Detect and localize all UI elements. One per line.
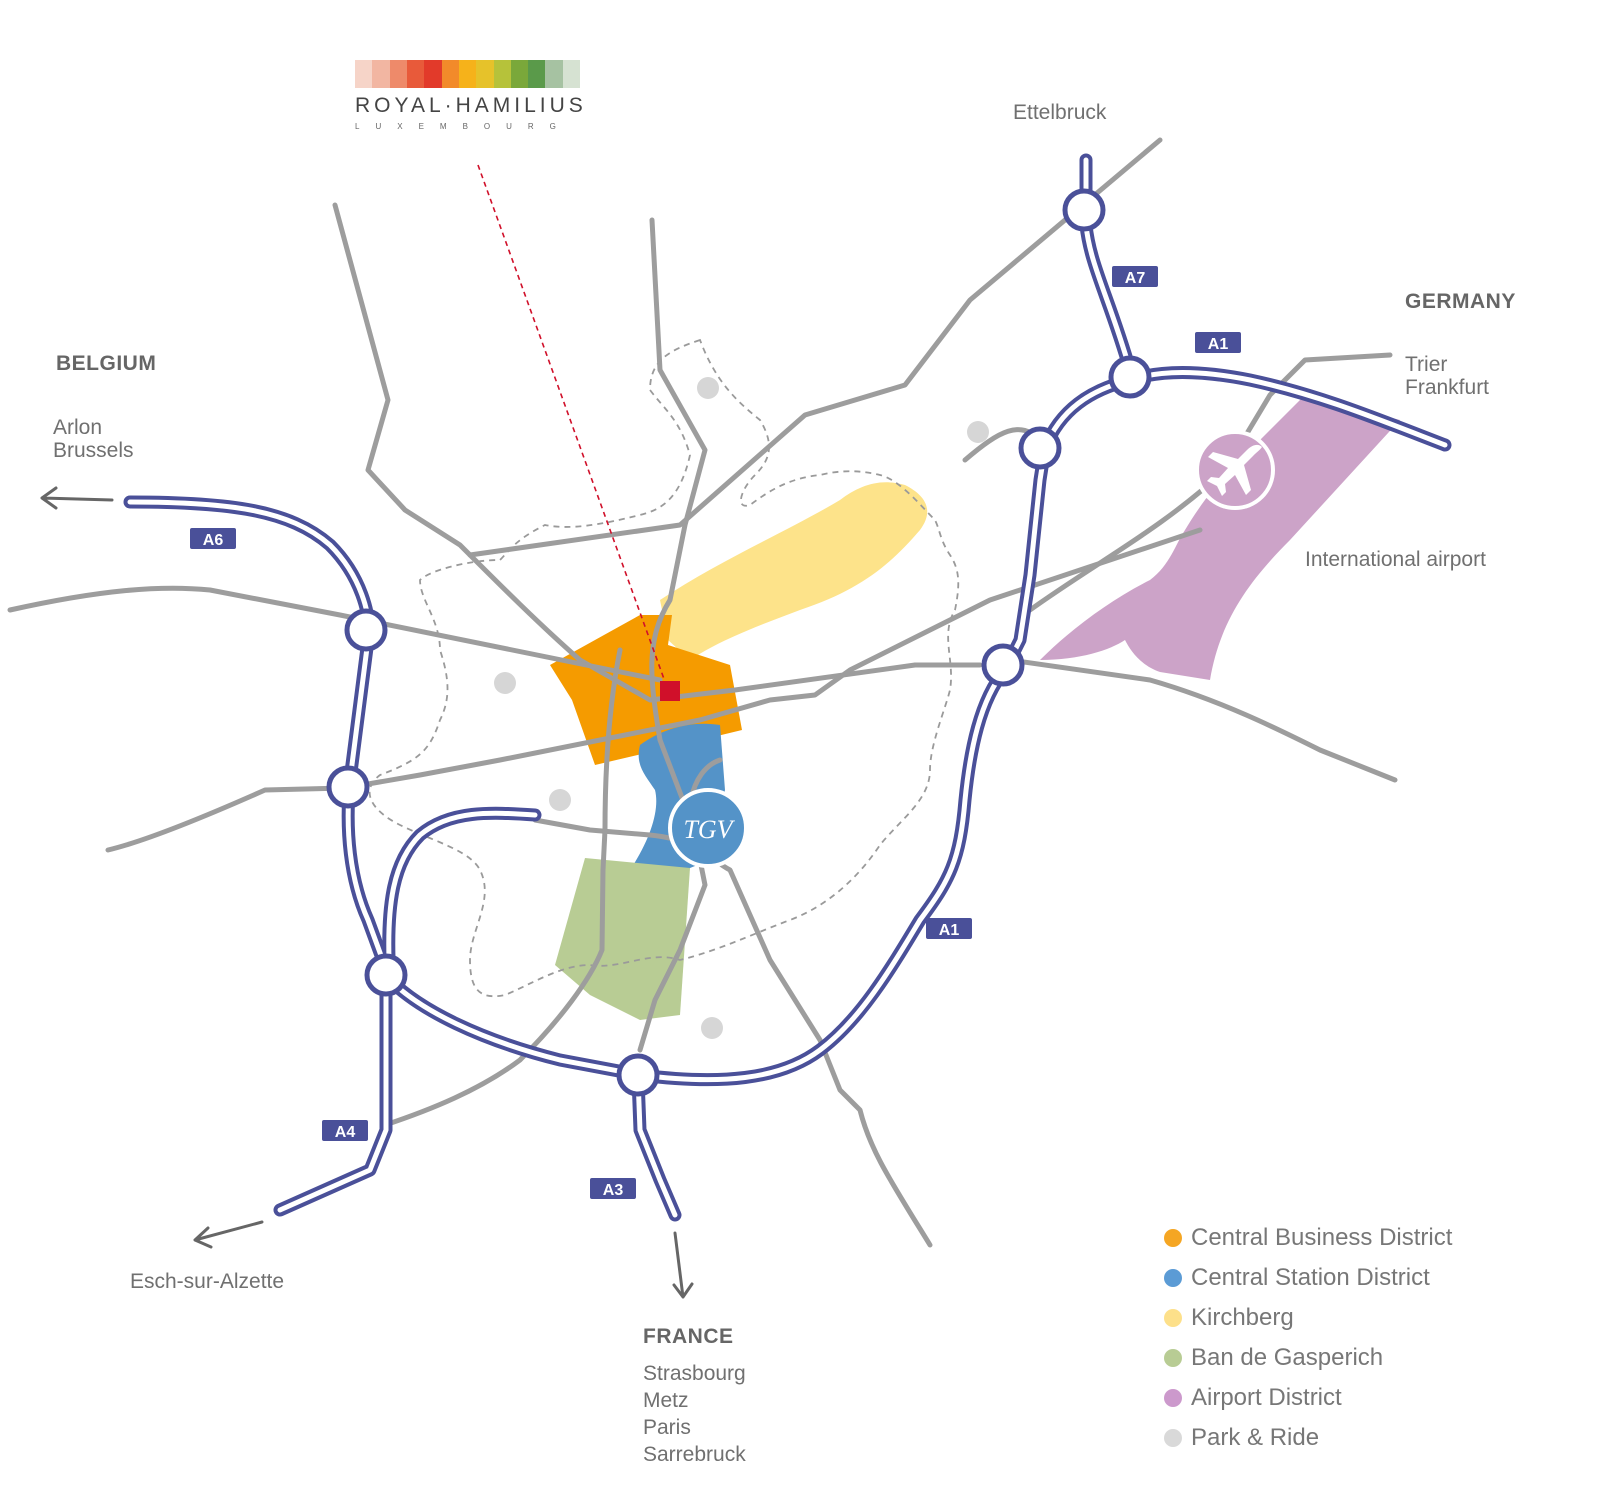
legend-swatch [1164, 1429, 1182, 1447]
destination-metz: Metz [643, 1389, 689, 1412]
logo-subtitle: LUXEMBOURG [355, 122, 572, 131]
logo-color-segment [458, 60, 477, 88]
interchange-ettelbruck [1062, 188, 1106, 232]
legend-swatch [1164, 1309, 1182, 1327]
park-ride-southwest [549, 789, 571, 811]
park-ride-south [701, 1017, 723, 1039]
logo-color-segment [528, 60, 546, 88]
country-france: FRANCE [643, 1325, 734, 1348]
park-ride-west [494, 672, 516, 694]
interchange-a1-north [1018, 426, 1062, 470]
legend-item: Ban de Gasperich [1164, 1338, 1452, 1378]
tgv-icon: TGV [668, 788, 748, 868]
park-ride-kirchberg [967, 421, 989, 443]
destinations-france: Strasbourg Metz Paris Sarrebruck [643, 1360, 746, 1468]
shield-a4: A4 [335, 1124, 356, 1141]
legend-swatch [1164, 1389, 1182, 1407]
airplane-icon [1195, 430, 1275, 510]
shield-a1-bottom: A1 [939, 922, 960, 939]
label-international-airport: International airport [1305, 548, 1486, 571]
logo-title: ROYAL·HAMILIUS [355, 94, 587, 117]
destination-brussels: Brussels [53, 439, 134, 462]
destination-frankfurt: Frankfurt [1405, 376, 1490, 399]
destination-sarrebruck: Sarrebruck [643, 1443, 746, 1466]
interchange-a4 [364, 953, 408, 997]
shield-a6: A6 [203, 532, 224, 549]
highway-shields: A6 A7 A1 A1 A4 A3 [190, 266, 1241, 1199]
roads [7, 137, 1398, 1248]
tgv-label: TGV [683, 815, 735, 844]
shield-a1-top: A1 [1208, 336, 1229, 353]
arrow-left-icon [40, 486, 114, 510]
interchanges [326, 188, 1152, 1097]
destinations-belgium: Arlon Brussels [53, 416, 134, 462]
shield-a7: A7 [1125, 270, 1146, 287]
airport-district[interactable] [1040, 395, 1400, 680]
logo-color-segment [476, 60, 494, 88]
shield-a3: A3 [603, 1182, 624, 1199]
interchange-a6 [344, 608, 388, 652]
legend-label: Ban de Gasperich [1191, 1344, 1384, 1371]
interchange-west [326, 765, 370, 809]
destination-paris: Paris [643, 1416, 691, 1439]
legend-item: Central Station District [1164, 1258, 1452, 1298]
logo-color-segment [545, 60, 563, 88]
country-germany: GERMANY [1405, 290, 1516, 313]
logo-color-segment [355, 60, 373, 88]
legend-label: Central Station District [1191, 1264, 1430, 1291]
direction-arrows [40, 486, 694, 1299]
royal-hamilius-marker[interactable] [660, 681, 680, 701]
logo-color-segment [424, 60, 442, 88]
destination-esch-sur-alzette: Esch-sur-Alzette [130, 1270, 285, 1293]
royal-hamilius-logo: ROYAL·HAMILIUS LUXEMBOURG [355, 60, 595, 131]
logo-color-segment [493, 60, 511, 88]
interchange-a7-a1 [1108, 355, 1152, 399]
legend-item: Park & Ride [1164, 1418, 1452, 1458]
logo-color-segment [389, 60, 407, 88]
legend-item: Central Business District [1164, 1218, 1452, 1258]
destination-strasbourg: Strasbourg [643, 1362, 746, 1385]
legend-label: Kirchberg [1191, 1304, 1294, 1331]
logo-color-segment [510, 60, 529, 88]
interchange-a3 [616, 1053, 660, 1097]
park-ride-north [697, 377, 719, 399]
logo-color-bar [355, 60, 581, 88]
destination-ettelbruck: Ettelbruck [1013, 101, 1107, 124]
legend-swatch [1164, 1269, 1182, 1287]
destination-trier: Trier [1405, 353, 1448, 376]
legend-item: Airport District [1164, 1378, 1452, 1418]
park-and-ride-markers [494, 377, 989, 1039]
destinations-germany: Trier Frankfurt [1405, 353, 1489, 399]
legend-swatch [1164, 1229, 1182, 1247]
legend-label: Central Business District [1191, 1224, 1453, 1251]
arrow-southwest-icon [193, 1220, 264, 1249]
interchange-a1-east [981, 643, 1025, 687]
logo-color-segment [406, 60, 425, 88]
logo-pointer [477, 164, 669, 691]
highways [123, 153, 1452, 1222]
arrow-down-icon [672, 1231, 694, 1299]
logo-color-segment [441, 60, 459, 88]
destination-arlon: Arlon [53, 416, 103, 439]
kirchberg-district[interactable] [660, 482, 928, 660]
logo-color-segment [562, 60, 581, 88]
logo-color-segment [372, 60, 390, 88]
legend-swatch [1164, 1349, 1182, 1367]
legend-item: Kirchberg [1164, 1298, 1452, 1338]
legend-label: Airport District [1191, 1384, 1342, 1411]
country-belgium: BELGIUM [56, 352, 157, 375]
legend-label: Park & Ride [1191, 1424, 1320, 1451]
